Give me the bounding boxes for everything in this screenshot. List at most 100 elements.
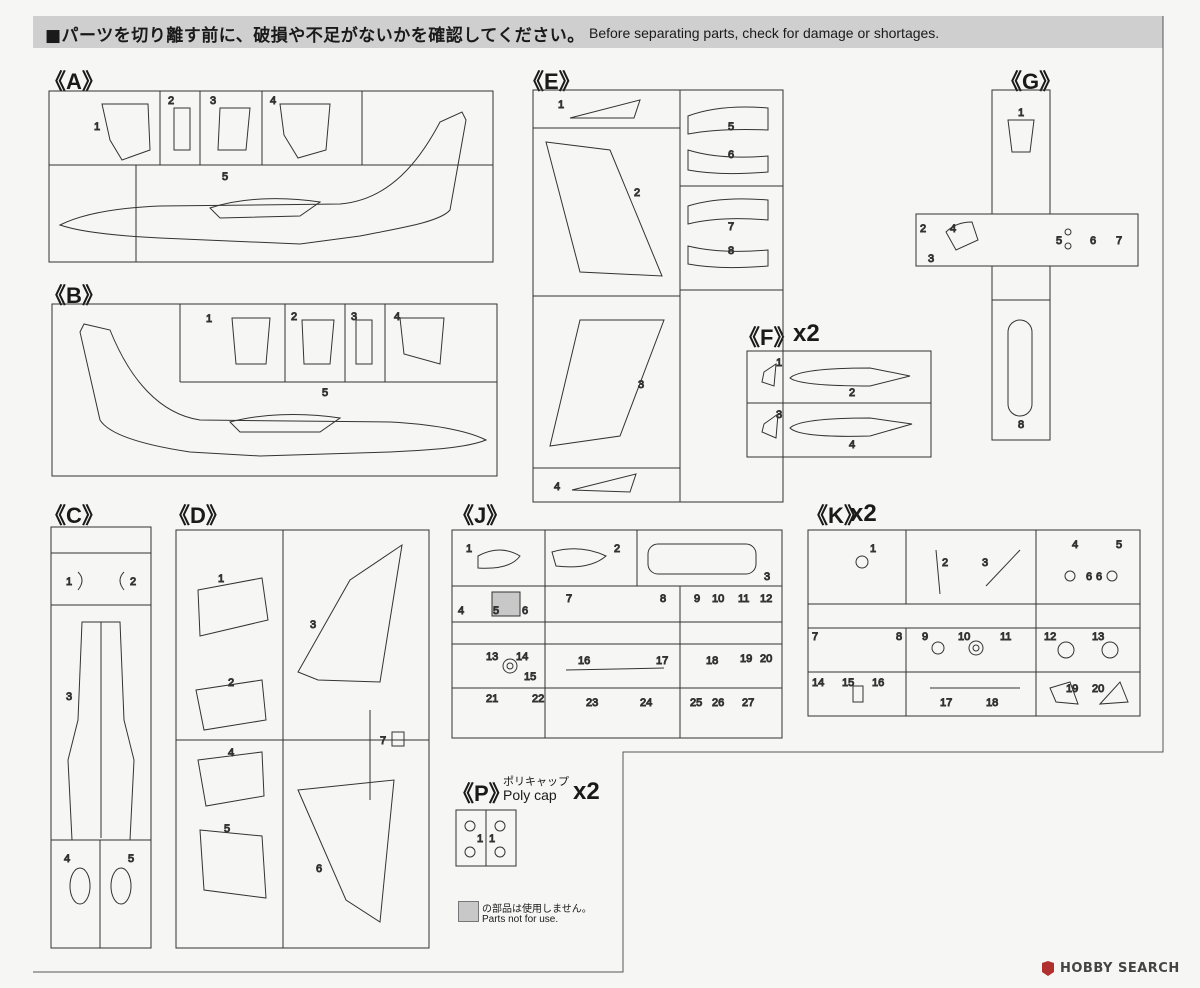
part-j2 xyxy=(551,548,607,568)
polycap-name-jp: ポリキャップ xyxy=(503,775,569,788)
part-b3 xyxy=(355,319,373,365)
part-num: 7 xyxy=(812,631,818,643)
part-k12 xyxy=(1057,641,1075,659)
sprue-label-a: 《A》 xyxy=(44,69,104,94)
part-k19 xyxy=(1049,681,1079,705)
part-num: 3 xyxy=(66,691,72,703)
sprue-f-qty: x2 xyxy=(793,320,820,347)
part-num: 2 xyxy=(849,387,855,399)
part-b4 xyxy=(399,317,445,365)
part-num: 3 xyxy=(638,379,644,391)
part-num: 8 xyxy=(728,245,734,257)
part-num: 5 xyxy=(224,823,230,835)
part-num: 21 xyxy=(486,693,498,705)
part-num: 9 xyxy=(922,631,928,643)
part-c5 xyxy=(110,867,132,905)
part-num: 15 xyxy=(842,677,854,689)
part-e4 xyxy=(571,473,637,493)
part-num: 12 xyxy=(1044,631,1056,643)
part-num: 23 xyxy=(586,697,598,709)
sprue-p-qty: x2 xyxy=(573,778,600,805)
part-num: 2 xyxy=(614,543,620,555)
part-k10 xyxy=(968,640,984,656)
polycap-name-en: Poly cap xyxy=(503,787,557,803)
part-num: 5 xyxy=(1116,539,1122,551)
part-num: 5 xyxy=(322,387,328,399)
sprue-j xyxy=(451,529,783,739)
part-num: 1 xyxy=(477,833,483,845)
part-d3 xyxy=(297,543,403,683)
part-num: 10 xyxy=(958,631,970,643)
part-num: 6 xyxy=(1086,571,1092,583)
part-j17 xyxy=(565,667,665,671)
part-k9 xyxy=(931,641,945,655)
part-num: 2 xyxy=(228,677,234,689)
header-title-jp: ■パーツを切り離す前に、破損や不足がないかを確認してください。 xyxy=(45,26,585,46)
sprue-k-qty: x2 xyxy=(850,500,877,527)
sprue-p xyxy=(455,809,517,867)
part-num: 3 xyxy=(928,253,934,265)
part-c4 xyxy=(69,867,91,905)
part-g8 xyxy=(1007,319,1033,417)
sprue-a xyxy=(48,90,494,263)
part-num: 19 xyxy=(1066,683,1078,695)
part-num: 12 xyxy=(760,593,772,605)
part-j3 xyxy=(647,543,757,575)
part-num: 5 xyxy=(222,171,228,183)
part-num: 1 xyxy=(206,313,212,325)
part-num: 9 xyxy=(694,593,700,605)
part-f2 xyxy=(789,367,911,387)
part-a4 xyxy=(279,103,331,159)
legend-text-en: Parts not for use. xyxy=(482,914,559,925)
part-g4 xyxy=(945,221,979,251)
part-num: 8 xyxy=(1018,419,1024,431)
part-a1 xyxy=(101,103,151,161)
part-num: 3 xyxy=(351,311,357,323)
sprue-k xyxy=(807,529,1141,717)
part-num: 16 xyxy=(578,655,590,667)
unused-part-swatch xyxy=(458,901,479,922)
part-num: 6 xyxy=(316,863,322,875)
part-num: 4 xyxy=(270,95,276,107)
part-k15 xyxy=(852,685,864,703)
part-num: 17 xyxy=(940,697,952,709)
part-num: 1 xyxy=(66,576,72,588)
part-num: 1 xyxy=(218,573,224,585)
part-num: 26 xyxy=(712,697,724,709)
part-num: 2 xyxy=(920,223,926,235)
part-d4 xyxy=(197,751,265,807)
part-d2 xyxy=(195,679,267,731)
part-d1 xyxy=(197,577,269,637)
part-e7 xyxy=(687,198,769,225)
part-num: 4 xyxy=(554,481,560,493)
part-num: 7 xyxy=(380,735,386,747)
sprue-label-f: 《F》 xyxy=(738,325,796,350)
sprue-label-d: 《D》 xyxy=(168,503,228,528)
part-num: 20 xyxy=(1092,683,1104,695)
part-num: 25 xyxy=(690,697,702,709)
part-c1 xyxy=(77,571,83,591)
part-num: 1 xyxy=(776,357,782,369)
part-num: 4 xyxy=(458,605,464,617)
part-num: 2 xyxy=(291,311,297,323)
watermark-text: HOBBY SEARCH xyxy=(1060,961,1180,976)
part-num: 13 xyxy=(1092,631,1104,643)
sprue-e xyxy=(532,89,784,503)
part-d5 xyxy=(199,829,267,899)
part-b5 xyxy=(79,323,488,457)
part-j14 xyxy=(502,658,518,674)
part-num: 6 xyxy=(1096,571,1102,583)
sprue-c xyxy=(50,526,152,949)
sprue-label-c: 《C》 xyxy=(44,503,104,528)
part-num: 1 xyxy=(558,99,564,111)
part-num: 4 xyxy=(228,747,234,759)
part-d7 xyxy=(391,731,405,747)
part-k2 xyxy=(935,549,941,595)
part-p1 xyxy=(464,820,476,832)
part-num: 22 xyxy=(532,693,544,705)
part-num: 20 xyxy=(760,653,772,665)
watermark-logo-icon xyxy=(1042,961,1054,976)
part-num: 4 xyxy=(849,439,855,451)
part-k20 xyxy=(1098,681,1129,705)
